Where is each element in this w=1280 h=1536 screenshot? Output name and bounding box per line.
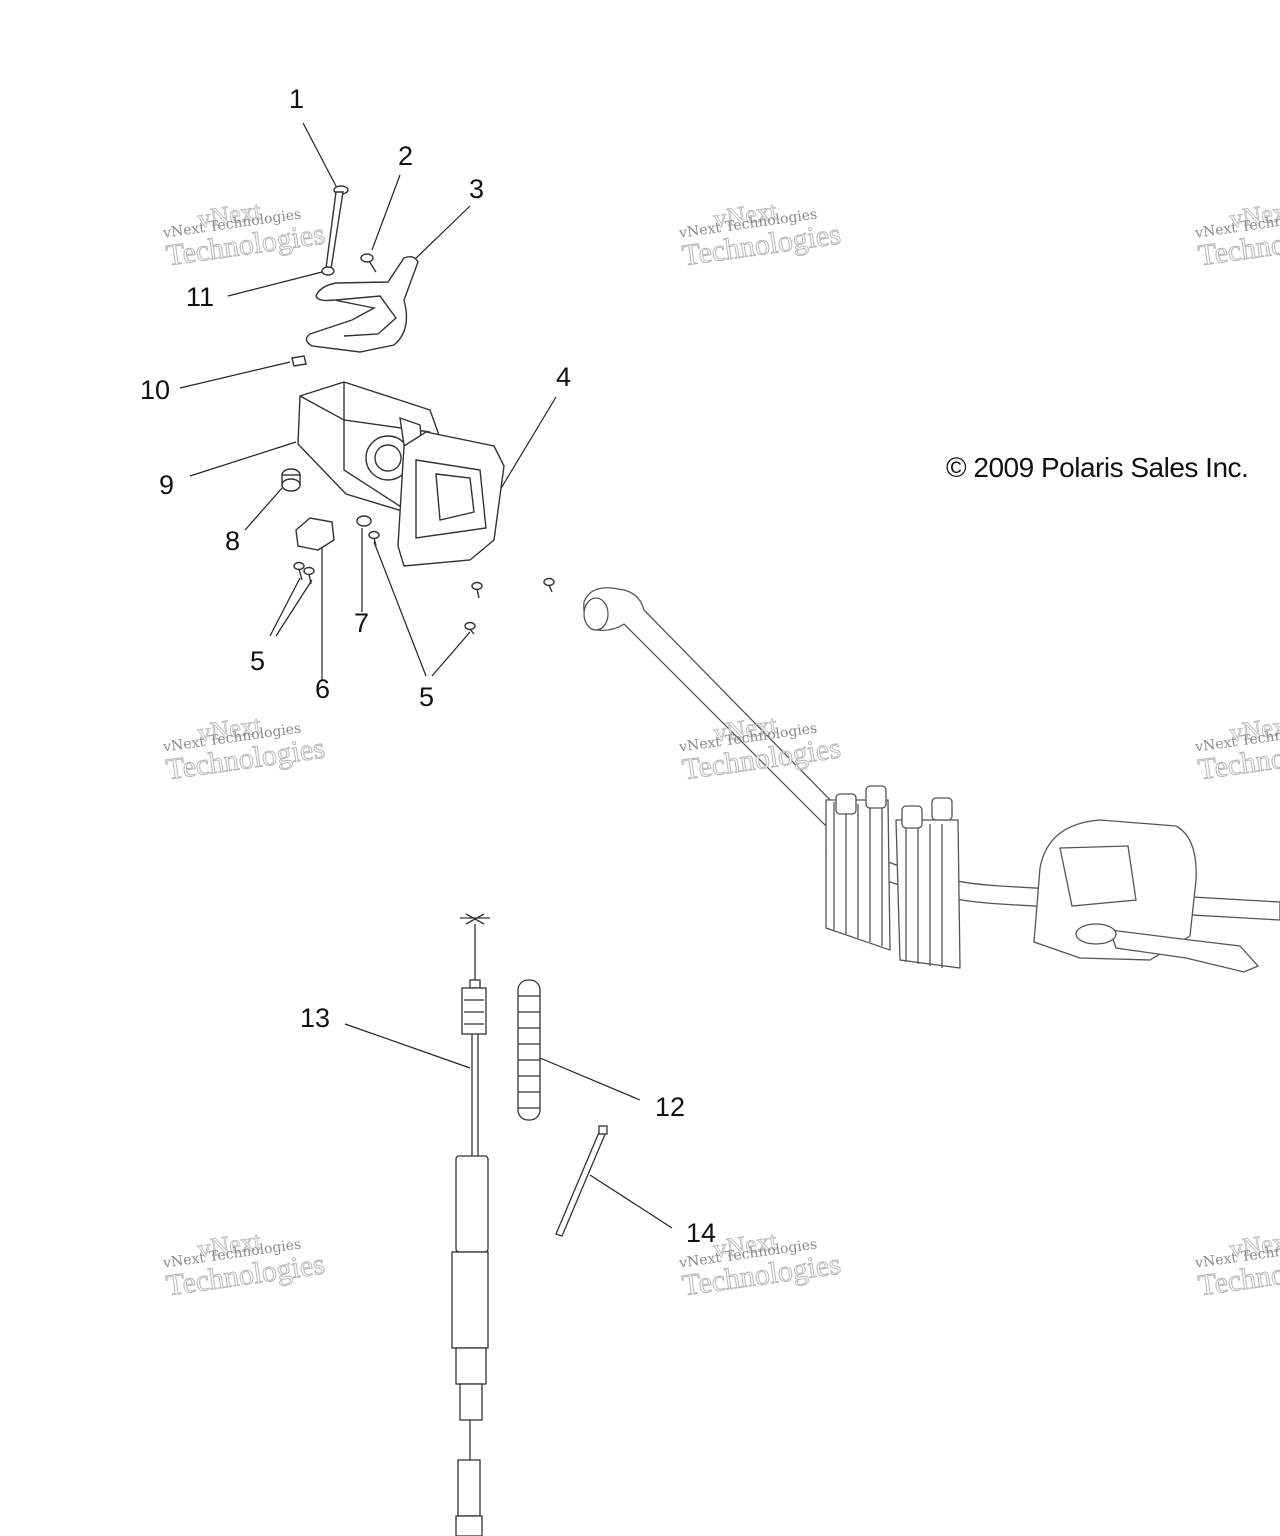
- callout-14: 14: [686, 1218, 717, 1248]
- callout-9: 9: [159, 470, 175, 500]
- leader-line-9: [189, 441, 297, 477]
- cable-tie-part: [555, 1125, 608, 1237]
- leader-line-12: [539, 1057, 641, 1101]
- callout-8: 8: [225, 526, 241, 556]
- callout-12: 12: [655, 1092, 686, 1122]
- cable-assembly: [451, 913, 490, 1536]
- plate-part: [295, 517, 335, 551]
- handlebar-assembly: [583, 587, 1280, 973]
- callout-2: 2: [398, 141, 414, 171]
- callout-6: 6: [315, 674, 331, 704]
- clamp-right: [895, 797, 961, 969]
- callout-3: 3: [469, 174, 485, 204]
- clamp-left: [825, 785, 891, 951]
- leader-line-11: [227, 271, 323, 297]
- leader-line-13: [344, 1023, 471, 1069]
- cap-part: [281, 468, 301, 492]
- copyright-notice: © 2009 Polaris Sales Inc.: [946, 452, 1249, 483]
- leader-line-10: [179, 361, 291, 389]
- screw-part-2: [360, 253, 377, 273]
- pin-part: [325, 185, 349, 270]
- screw-parts-5: [293, 530, 555, 635]
- leader-line-5a: [269, 577, 301, 637]
- callout-10: 10: [140, 375, 171, 405]
- spiral-wrap-part: [517, 979, 541, 1121]
- bracket-part: [305, 255, 419, 353]
- leader-line-14: [589, 1174, 673, 1229]
- callout-5: 5: [250, 646, 266, 676]
- callout-1: 1: [289, 84, 305, 114]
- washer-part-11: [321, 266, 335, 276]
- leader-line-5b: [275, 579, 313, 637]
- cover-part: [397, 431, 505, 567]
- brake-controls: [1033, 819, 1260, 973]
- leader-line-8: [244, 486, 284, 531]
- leader-line-2: [371, 174, 401, 251]
- leader-line-5c: [373, 541, 427, 677]
- leader-line-3: [411, 205, 471, 263]
- callout-13: 13: [300, 1003, 331, 1033]
- callout-7: 7: [354, 608, 370, 638]
- leader-line-5d: [431, 631, 471, 677]
- leader-line-1: [302, 122, 338, 189]
- callout-5b: 5: [419, 682, 435, 712]
- callout-4: 4: [556, 362, 572, 392]
- clip-part: [291, 355, 307, 367]
- washer-part-7: [356, 515, 372, 527]
- callout-11: 11: [186, 282, 215, 312]
